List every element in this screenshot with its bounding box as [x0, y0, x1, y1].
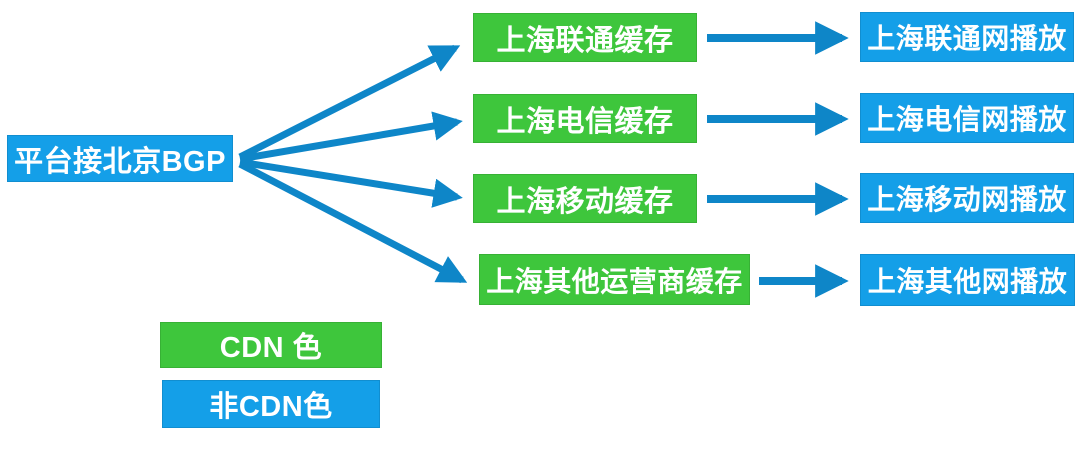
arrow-source-to-cache-3: [239, 158, 463, 208]
legend-non-cdn-color: 非CDN色: [162, 380, 380, 428]
play-node-mobile: 上海移动网播放: [860, 173, 1074, 223]
arrow-source-to-cache-2: [239, 111, 463, 163]
play-node-telecom: 上海电信网播放: [860, 93, 1074, 143]
source-node-bgp: 平台接北京BGP: [7, 135, 233, 182]
legend-cdn-color: CDN 色: [160, 322, 382, 368]
play-node-other: 上海其他网播放: [860, 254, 1075, 306]
play-node-unicom: 上海联通网播放: [860, 12, 1074, 62]
cache-node-other: 上海其他运营商缓存: [479, 254, 750, 305]
cache-node-mobile: 上海移动缓存: [473, 174, 697, 223]
arrow-source-to-cache-4: [238, 160, 468, 284]
arrow-source-to-cache-1: [238, 44, 461, 161]
cache-node-telecom: 上海电信缓存: [473, 94, 697, 143]
cache-node-unicom: 上海联通缓存: [473, 13, 697, 62]
